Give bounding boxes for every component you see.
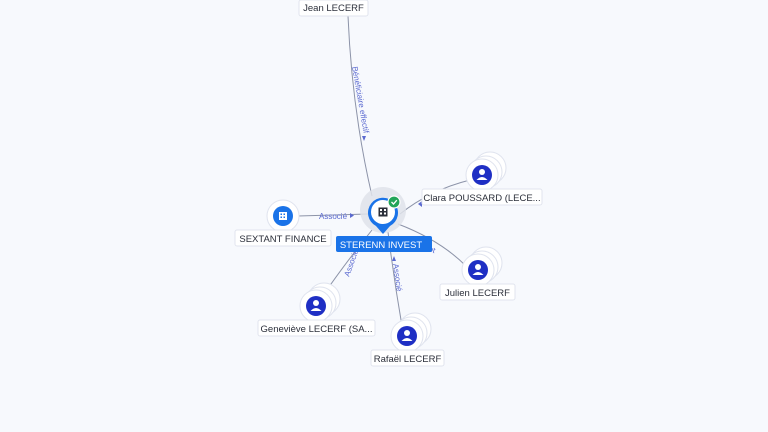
node-clara[interactable]: Clara POUSSARD (LECE...	[421, 151, 543, 206]
arrow-icon	[418, 201, 422, 207]
center-node[interactable]: STERENN INVEST	[336, 187, 432, 252]
node-label-jean: Jean LECERF	[303, 3, 364, 14]
check-icon	[387, 195, 401, 209]
node-sextant[interactable]: SEXTANT FINANCE	[234, 199, 332, 247]
node-label-rafael: Rafaël LECERF	[374, 354, 442, 365]
arrow-icon	[392, 256, 396, 261]
edge-sextant	[297, 213, 369, 217]
arrow-icon	[362, 136, 366, 141]
node-label-sextant: SEXTANT FINANCE	[239, 234, 326, 245]
node-genevieve[interactable]: Geneviève LECERF (SA...	[257, 282, 376, 337]
edge-jean	[347, 15, 373, 197]
arrow-icon	[350, 213, 354, 218]
edge-label-genevieve: Associé	[342, 248, 360, 278]
node-julien[interactable]: Julien LECERF	[439, 246, 516, 301]
edge-label-sextant: Associé	[319, 212, 348, 221]
edge-label-julien: ot	[427, 244, 437, 255]
edge-julien	[397, 223, 467, 267]
node-rafael[interactable]: Rafaël LECERF	[370, 312, 445, 367]
edge-label-rafael: Associé	[391, 263, 404, 293]
node-jean[interactable]: Jean LECERF	[298, 0, 369, 17]
edge-label-jean: Bénéficiaire effectif	[350, 66, 371, 135]
edges	[297, 15, 471, 327]
node-label-genevieve: Geneviève LECERF (SA...	[261, 324, 373, 335]
edge-labels: Bénéficiaire effectif Associé ot Associé…	[319, 66, 437, 293]
building-icon	[378, 207, 388, 217]
node-label-clara: Clara POUSSARD (LECE...	[423, 193, 540, 204]
node-label-julien: Julien LECERF	[445, 288, 510, 299]
center-label: STERENN INVEST	[340, 240, 423, 251]
